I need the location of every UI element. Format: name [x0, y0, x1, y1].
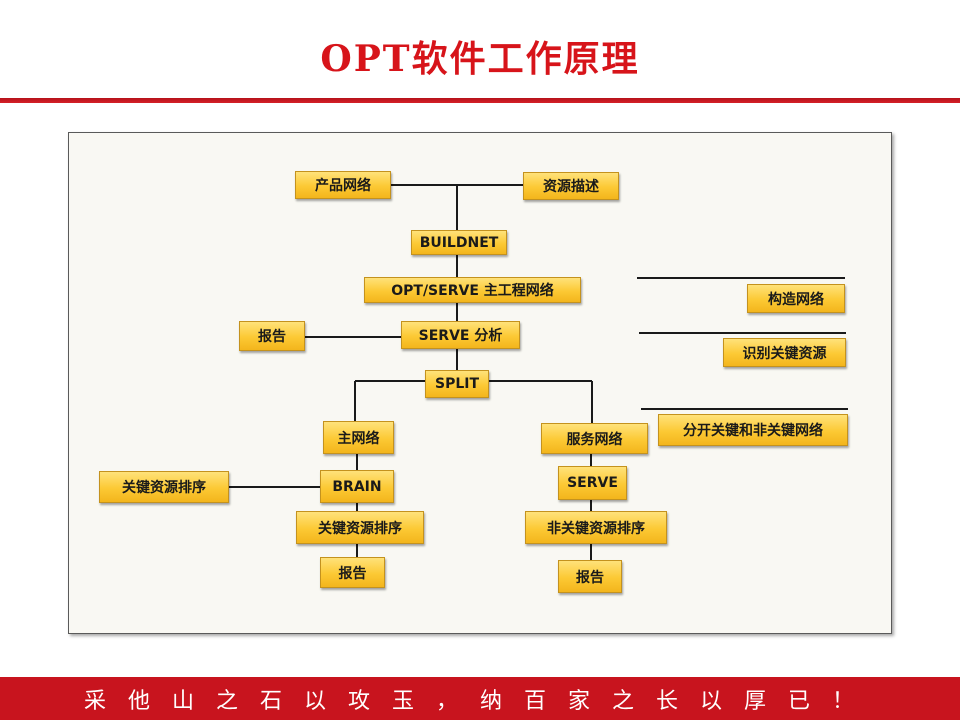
node-critical-resource-sort: 关键资源排序: [296, 511, 424, 544]
node-noncritical-resource-sort: 非关键资源排序: [525, 511, 667, 544]
footer-banner: 采他山之石以攻玉，纳百家之长以厚已！: [0, 677, 960, 720]
node-split: SPLIT: [425, 370, 489, 398]
node-opt-serve-network: OPT/SERVE 主工程网络: [364, 277, 581, 303]
node-report-left: 报告: [320, 557, 385, 588]
node-serve: SERVE: [558, 466, 627, 500]
node-report-right: 报告: [558, 560, 622, 593]
node-service-network: 服务网络: [541, 423, 648, 454]
connector-lines: [229, 184, 848, 560]
title-divider: [0, 98, 960, 103]
node-serve-analysis: SERVE 分析: [401, 321, 520, 349]
node-main-network: 主网络: [323, 421, 394, 454]
page-title: OPT软件工作原理: [320, 38, 640, 80]
footer-motto: 采他山之石以攻玉，纳百家之长以厚已！: [83, 688, 876, 714]
legend-identify-critical: 识别关键资源: [723, 338, 846, 367]
node-brain: BRAIN: [320, 470, 394, 503]
legend-build-network: 构造网络: [747, 284, 845, 313]
diagram-panel: 产品网络 资源描述 BUILDNET OPT/SERVE 主工程网络 报告 SE…: [68, 132, 892, 634]
node-report: 报告: [239, 321, 305, 351]
node-critical-resource-sort-left: 关键资源排序: [99, 471, 229, 503]
node-resource-description: 资源描述: [523, 172, 619, 200]
node-product-network: 产品网络: [295, 171, 391, 199]
node-buildnet: BUILDNET: [411, 230, 507, 255]
legend-separate-networks: 分开关键和非关键网络: [658, 414, 848, 446]
